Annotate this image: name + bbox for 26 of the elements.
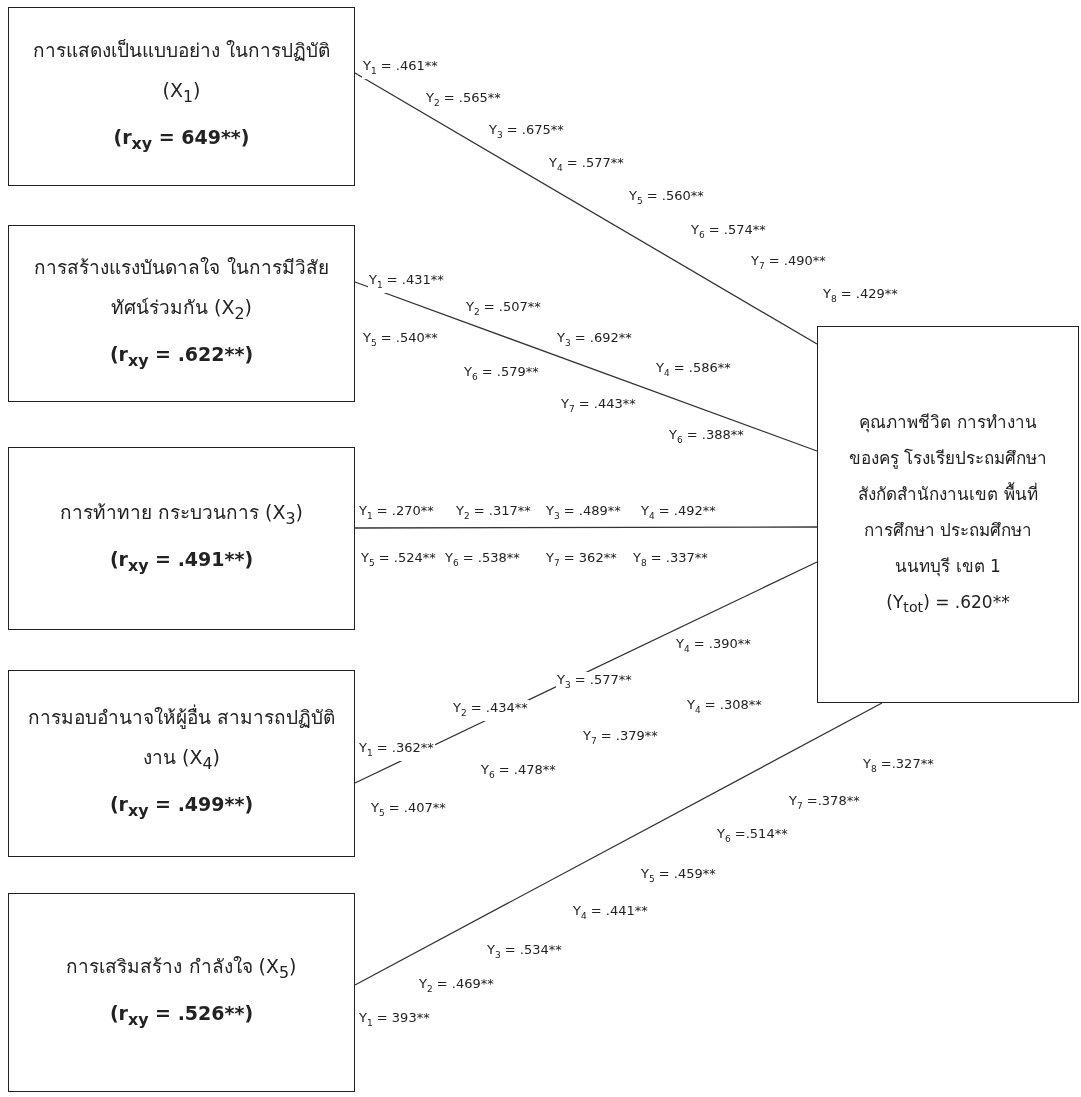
variable-box xyxy=(8,893,355,1092)
connector-line xyxy=(354,72,818,345)
variable-name: การสร้างแรงบันดาลใจ ในการมีวิสัยทัศน์ร่วมกัน (X$_{2}$) xyxy=(33,254,330,325)
variable-name: การเสริมสร้าง กำลังใจ (X$_{5}$) xyxy=(66,953,297,984)
variable-box xyxy=(8,7,355,186)
variable-box xyxy=(8,447,355,630)
variable-box xyxy=(817,326,1079,703)
variable-box xyxy=(8,225,355,402)
coefficient-label: Y$_{2}$ = .434** xyxy=(452,700,529,721)
correlation-value: (r$_{xy}$ = 649**) xyxy=(113,124,250,155)
variable-name: การแสดงเป็นแบบอย่าง ในการปฏิบัติ (X$_{1}$) xyxy=(31,37,331,108)
variable-box xyxy=(8,670,355,857)
coefficient-label: Y$_{1}$ = .461** xyxy=(362,58,439,79)
connector-line xyxy=(354,281,818,452)
correlation-value: (r$_{xy}$ = .491**) xyxy=(109,546,254,577)
correlation-value: (r$_{xy}$ = .526**) xyxy=(109,1000,254,1031)
correlation-value: (r$_{xy}$ = .622**) xyxy=(109,341,254,372)
variable-name: คุณภาพชีวิต การทำงานของครู โรงเรียประถมศึกษา สังกัดสำนักงานเขต พื้นที่การศึกษา ประถมศึกษา นนทบุรี เขต 1 xyxy=(847,410,1049,579)
connector-line xyxy=(354,702,883,986)
correlation-value: (r$_{xy}$ = .499**) xyxy=(109,791,254,822)
variable-name: การมอบอำนาจให้ผู้อื่น สามารถปฏิบัติงาน (X$_{4}$) xyxy=(26,703,336,775)
variable-name: การท้าทาย กระบวนการ (X$_{3}$) xyxy=(60,499,303,530)
correlation-value: (Y$_{tot}$) = .620** xyxy=(886,590,1010,618)
coefficient-label: Y$_{1}$ = .362** xyxy=(358,740,435,761)
coefficient-label: Y$_{1}$ = .431** xyxy=(368,272,445,293)
connector-line xyxy=(354,526,818,529)
